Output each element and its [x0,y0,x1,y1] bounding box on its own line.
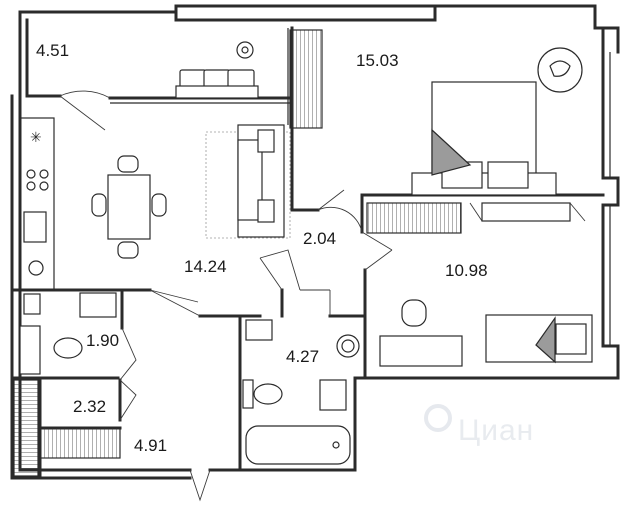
toilet-room-fixtures [19,292,117,375]
sink-icon [79,292,117,318]
area-label-bathroom: 4.27 [286,347,319,366]
sink-icon [23,211,47,243]
area-label-toilet: 1.90 [86,331,119,350]
area-label-hall: 4.91 [134,436,167,455]
area-label-storage: 2.32 [73,397,106,416]
wardrobe-icon [289,29,323,129]
sink-icon [319,379,347,411]
washer-icon [236,41,254,59]
toilet-icon [253,383,283,405]
doors [59,90,393,502]
area-label-corridor: 2.04 [303,229,336,248]
child-room-furniture [366,202,593,367]
area-label-bedroom: 15.03 [356,51,399,70]
bedroom-furniture [289,29,583,196]
washing-machine-icon [28,260,44,276]
bathtub-icon [245,425,351,465]
area-label-child-room: 10.98 [445,261,488,280]
washer-icon [245,319,273,341]
toilet-icon [53,337,83,359]
area-labels: 4.51 15.03 14.24 2.04 10.98 1.90 4.27 2.… [36,41,488,455]
loggia-furniture [175,41,259,99]
wardrobe-icon [39,427,121,459]
area-label-loggia: 4.51 [36,41,69,60]
shelf-icon [13,379,39,477]
rug-icon [537,47,583,93]
area-label-living-kitchen: 14.24 [184,257,227,276]
watermark: Циан [424,404,534,447]
dining-table-icon [107,174,151,240]
watermark-text: Циан [458,414,534,447]
bathroom-fixtures [242,319,360,465]
cian-logo-icon [424,404,452,432]
kitchen-furniture: ✳ [19,117,291,291]
fridge-icon: ✳ [30,130,42,146]
wardrobe-icon [366,202,462,234]
desk-icon [379,335,463,367]
washing-machine-icon [336,334,360,358]
storage-fixtures [13,379,121,477]
